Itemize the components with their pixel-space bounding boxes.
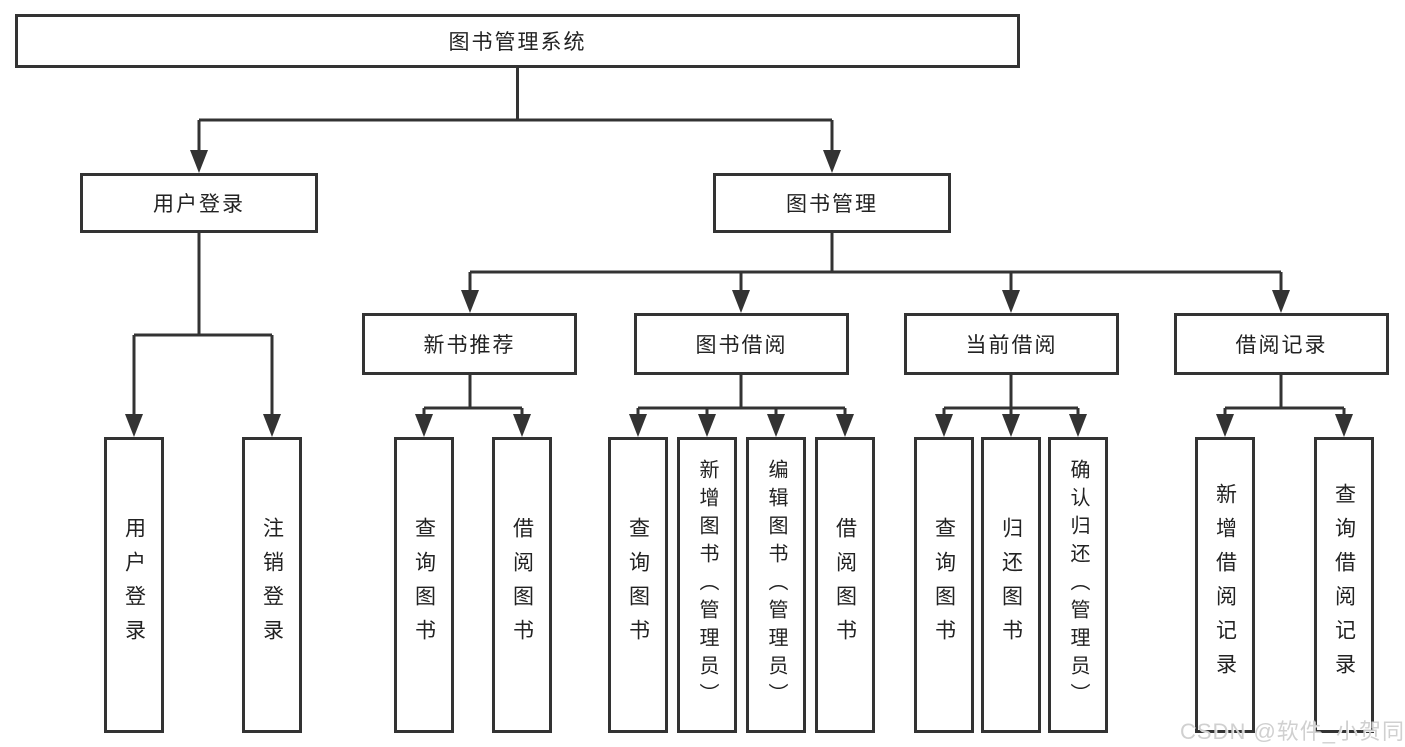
node-leaf-query-borrow-record: 查询借阅记录 — [1314, 437, 1374, 733]
node-label: 图书借阅 — [695, 334, 788, 357]
node-label: 用户登录 — [122, 517, 146, 653]
node-book-management: 图书管理 — [713, 173, 951, 233]
node-label: 借阅图书 — [510, 517, 534, 653]
node-label: 借阅记录 — [1235, 334, 1328, 357]
node-library-management-system: 图书管理系统 — [15, 14, 1020, 68]
node-book-borrow: 图书借阅 — [634, 313, 849, 375]
node-leaf-return-books: 归还图书 — [981, 437, 1041, 733]
node-leaf-user-login: 用户登录 — [104, 437, 164, 733]
node-user-login: 用户登录 — [80, 173, 318, 233]
node-label: 编辑图书（管理员） — [765, 459, 787, 711]
node-label: 查询图书 — [932, 517, 956, 653]
node-leaf-edit-books-admin: 编辑图书（管理员） — [746, 437, 806, 733]
node-label: 图书管理系统 — [448, 31, 587, 54]
node-borrow-records: 借阅记录 — [1174, 313, 1389, 375]
node-leaf-borrow-books-recommend: 借阅图书 — [492, 437, 552, 733]
node-current-borrow: 当前借阅 — [904, 313, 1119, 375]
node-leaf-confirm-return-admin: 确认归还（管理员） — [1048, 437, 1108, 733]
node-leaf-query-books-current: 查询图书 — [914, 437, 974, 733]
node-label: 确认归还（管理员） — [1067, 459, 1089, 711]
node-leaf-query-books-recommend: 查询图书 — [394, 437, 454, 733]
node-label: 图书管理 — [786, 193, 878, 216]
node-label: 新书推荐 — [423, 334, 516, 357]
node-new-book-recommend: 新书推荐 — [362, 313, 577, 375]
node-label: 归还图书 — [999, 517, 1023, 653]
node-leaf-add-books-admin: 新增图书（管理员） — [677, 437, 737, 733]
node-leaf-add-borrow-record: 新增借阅记录 — [1195, 437, 1255, 733]
node-label: 查询借阅记录 — [1332, 483, 1356, 687]
node-label: 新增图书（管理员） — [696, 459, 718, 711]
node-leaf-query-books-borrow: 查询图书 — [608, 437, 668, 733]
node-label: 注销登录 — [260, 517, 284, 653]
arrowhead-icons — [125, 150, 1353, 437]
node-label: 借阅图书 — [833, 517, 857, 653]
node-label: 新增借阅记录 — [1213, 483, 1237, 687]
node-label: 查询图书 — [626, 517, 650, 653]
node-leaf-borrow-books: 借阅图书 — [815, 437, 875, 733]
node-label: 当前借阅 — [965, 334, 1058, 357]
node-label: 用户登录 — [153, 193, 245, 216]
csdn-watermark: CSDN @软件_小贺同学 — [1180, 719, 1405, 744]
node-label: 查询图书 — [412, 517, 436, 653]
node-leaf-logout-login: 注销登录 — [242, 437, 302, 733]
